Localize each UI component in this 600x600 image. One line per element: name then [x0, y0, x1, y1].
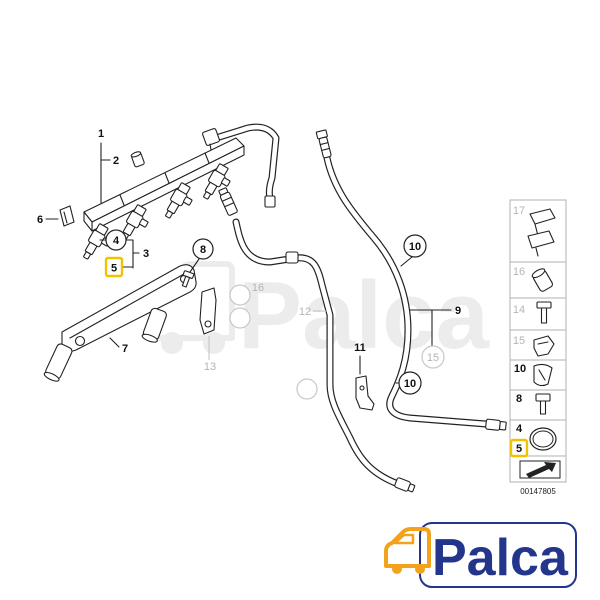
callout-10: 10	[409, 241, 421, 253]
callout-circle	[105, 229, 127, 251]
injector	[203, 163, 231, 200]
panel-label: 14	[513, 304, 525, 316]
callout-7: 7	[122, 343, 128, 355]
injector	[121, 204, 149, 241]
panel-grommet-16	[531, 268, 554, 292]
logo-text: Palca	[432, 529, 569, 587]
fuel-line	[218, 187, 416, 493]
fuel-hose	[315, 129, 507, 431]
injector	[165, 182, 193, 219]
callout-circle	[403, 234, 427, 258]
bolt-part	[181, 270, 195, 288]
leader-lines	[45, 142, 452, 384]
panel-label: 5	[516, 443, 522, 455]
highlight-box	[509, 438, 529, 458]
callout-circle	[398, 371, 422, 395]
ghost-circle	[296, 378, 318, 400]
injector-holder	[43, 264, 197, 382]
clip-part	[59, 205, 75, 227]
callout-4: 4	[113, 235, 120, 247]
callout-circle	[192, 238, 214, 260]
hose-holder	[355, 375, 375, 411]
callout-9: 9	[455, 305, 461, 317]
ghost-circle	[229, 307, 251, 329]
panel-bolt-14	[536, 301, 552, 324]
panel-o-ring	[529, 427, 557, 451]
panel-label: 17	[513, 205, 525, 217]
panel-label: 15	[513, 335, 525, 347]
arrow-icon	[519, 460, 561, 479]
callout-2: 2	[113, 155, 119, 167]
callout-8: 8	[200, 244, 206, 256]
callout-13: 13	[204, 361, 216, 373]
watermark-text: Palca	[238, 262, 489, 369]
parts-panel: 17 16 14 15 10 8 4 5	[509, 199, 567, 483]
panel-bolt-8	[535, 393, 551, 415]
car-wheel	[392, 564, 402, 574]
palca-logo: Palca	[384, 522, 577, 588]
callout-circle	[421, 345, 445, 369]
diagram-id: 00147805	[520, 487, 556, 496]
car-wheel	[415, 564, 425, 574]
callout-3: 3	[143, 248, 149, 260]
callout-12: 12	[299, 306, 311, 318]
callout-11: 11	[354, 342, 366, 354]
callout-6: 6	[37, 214, 43, 226]
car-icon	[384, 527, 431, 568]
panel-label: 10	[514, 363, 526, 375]
cap-part	[130, 151, 145, 168]
logo-frame	[419, 522, 577, 588]
callout-10: 10	[404, 378, 416, 390]
highlight-box	[104, 256, 124, 278]
watermark: Palca	[153, 261, 489, 369]
ghost-circle	[229, 284, 251, 306]
callout-5: 5	[111, 263, 117, 275]
callout-1: 1	[98, 128, 104, 140]
fuel-rail	[83, 123, 280, 232]
panel-label: 4	[516, 423, 523, 435]
panel-clip-15	[533, 335, 555, 357]
bracket-part	[199, 287, 217, 360]
panel-label: 16	[513, 266, 525, 278]
callout-15: 15	[427, 352, 439, 364]
callout-16: 16	[252, 282, 264, 294]
panel-clip-17	[527, 208, 556, 257]
panel-label: 8	[516, 393, 522, 405]
panel-clip-10	[533, 363, 553, 387]
